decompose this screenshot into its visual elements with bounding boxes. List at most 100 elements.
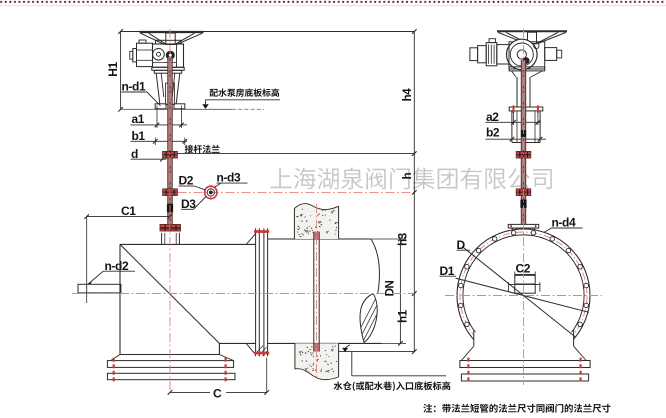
dimension-tick bbox=[178, 122, 185, 128]
cjk-glyph bbox=[536, 404, 545, 413]
cjk-glyph bbox=[433, 405, 436, 412]
cjk-glyph bbox=[432, 381, 442, 391]
dim-label: H1 bbox=[106, 62, 120, 77]
cjk-glyph bbox=[317, 167, 339, 190]
left-view-side-elevation: H1 n-d1 a1 b1 d D2 D3 n-d3 C1 n-d2 C bbox=[77, 28, 415, 400]
cjk-glyph bbox=[342, 381, 352, 390]
left-base-flanges bbox=[106, 354, 236, 383]
left-motor bbox=[129, 39, 153, 68]
top-dotted-border bbox=[0, 0, 666, 6]
cjk-glyph bbox=[442, 381, 451, 391]
cjk-glyph bbox=[508, 168, 530, 190]
dim-label: n-d4 bbox=[552, 216, 576, 230]
dim-label: d bbox=[131, 147, 138, 161]
front-view: a2 b2 n-d4 D D1 C2 bbox=[439, 29, 602, 385]
label-halo bbox=[210, 384, 226, 399]
cjk-glyph bbox=[244, 88, 254, 97]
cjk-glyph bbox=[395, 381, 405, 391]
stem-coupling-detail bbox=[177, 185, 415, 200]
cjk-glyph bbox=[485, 168, 507, 190]
cjk-glyph bbox=[583, 403, 592, 413]
dimension-tick bbox=[411, 28, 417, 35]
dim-label: n-d3 bbox=[217, 171, 241, 185]
front-actuator bbox=[469, 30, 567, 143]
elevation-mark-icon bbox=[202, 104, 209, 109]
cjk-glyph bbox=[253, 88, 262, 97]
cjk-glyph bbox=[437, 168, 458, 190]
cjk-glyph bbox=[412, 167, 435, 190]
stem-flange-label bbox=[184, 144, 220, 154]
cjk-glyph bbox=[270, 167, 292, 189]
cjk-glyph bbox=[532, 169, 552, 190]
cjk-glyph bbox=[479, 403, 489, 413]
height-dimension-chain: h4 h h3 h1 DN bbox=[371, 28, 417, 355]
cjk-glyph bbox=[461, 403, 470, 413]
cjk-glyph bbox=[405, 382, 414, 390]
cjk-glyph bbox=[235, 88, 244, 97]
cjk-glyph bbox=[442, 403, 451, 413]
dim-label: h bbox=[402, 172, 414, 179]
cjk-glyph bbox=[460, 167, 482, 190]
cjk-glyph bbox=[218, 88, 227, 97]
cjk-glyph bbox=[423, 403, 433, 413]
dim-label: D3 bbox=[181, 197, 196, 211]
cjk-glyph bbox=[592, 404, 602, 413]
dim-label: h4 bbox=[402, 88, 414, 102]
dim-label: n-d2 bbox=[105, 259, 129, 273]
pump-room-level-label bbox=[209, 88, 280, 97]
dim-label: DN bbox=[385, 281, 397, 297]
cjk-glyph bbox=[545, 403, 554, 413]
dim-label: b1 bbox=[132, 129, 146, 143]
dim-label: h1 bbox=[398, 309, 410, 323]
cjk-glyph bbox=[366, 167, 386, 190]
dim-label: C1 bbox=[121, 204, 136, 218]
cjk-glyph bbox=[555, 403, 564, 413]
left-valve-body bbox=[119, 228, 270, 357]
dimension-tick bbox=[510, 119, 517, 125]
cjk-glyph bbox=[184, 144, 194, 154]
dim-label: a1 bbox=[132, 112, 145, 126]
dim-label: C bbox=[213, 386, 222, 400]
front-motor bbox=[469, 38, 510, 67]
cjk-glyph bbox=[333, 381, 343, 391]
cjk-glyph bbox=[383, 381, 393, 390]
dimension-tick bbox=[411, 189, 417, 196]
dimension-tick bbox=[411, 348, 417, 355]
cjk-glyph bbox=[508, 403, 517, 413]
cjk-glyph bbox=[271, 88, 280, 97]
cjk-glyph bbox=[423, 381, 433, 391]
cjk-glyph bbox=[293, 167, 316, 190]
dim-label: a2 bbox=[486, 110, 499, 124]
cjk-glyph bbox=[564, 403, 573, 413]
pipe-and-wall-section bbox=[267, 203, 451, 392]
cjk-glyph bbox=[470, 403, 480, 413]
dimension-tick bbox=[535, 119, 541, 125]
dim-label: b2 bbox=[486, 126, 500, 140]
dimension-tick bbox=[182, 138, 188, 144]
left-handwheel-icon bbox=[139, 30, 204, 46]
cjk-glyph bbox=[211, 144, 220, 153]
cjk-glyph bbox=[414, 381, 424, 391]
dimension-tick bbox=[509, 136, 515, 142]
sump-inlet-level-label bbox=[333, 381, 451, 392]
dimension-tick bbox=[152, 138, 158, 144]
dimension-tick bbox=[154, 122, 160, 128]
front-body-base bbox=[459, 330, 591, 384]
cjk-glyph bbox=[451, 403, 461, 413]
cjk-glyph bbox=[364, 381, 374, 391]
left-actuator bbox=[129, 30, 204, 110]
cjk-glyph bbox=[526, 403, 536, 413]
cjk-glyph bbox=[227, 88, 236, 97]
cjk-glyph bbox=[517, 404, 527, 413]
cjk-glyph bbox=[602, 403, 611, 413]
cjk-glyph bbox=[355, 381, 365, 391]
dimension-tick bbox=[397, 236, 404, 242]
cjk-glyph bbox=[352, 381, 355, 392]
cjk-glyph bbox=[262, 88, 271, 97]
dimension-tick bbox=[397, 340, 404, 347]
cjk-glyph bbox=[193, 144, 203, 154]
cjk-glyph bbox=[392, 381, 395, 392]
cjk-glyph bbox=[573, 403, 583, 413]
